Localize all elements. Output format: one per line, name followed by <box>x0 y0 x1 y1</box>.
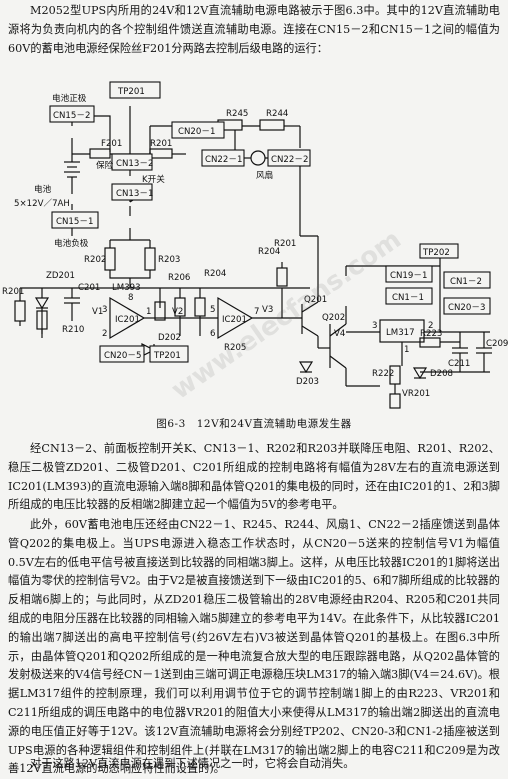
label-zd201: ZD201 <box>46 271 75 281</box>
label-pin1b: 1 <box>404 345 409 355</box>
label-cn20-5: CN20－5 <box>104 351 141 361</box>
label-q201: Q201 <box>304 295 327 305</box>
label-lm393: LM393 <box>112 283 141 293</box>
label-r201b: R201 <box>274 239 296 249</box>
intro-paragraph: M2052型UPS内所用的24V和12V直流辅助电源电路被示于图6.3中。其中的… <box>8 4 500 55</box>
label-cn15-1: CN15－1 <box>56 217 93 227</box>
figure-caption: 图6-3 12V和24V直流辅助电源发生器 <box>156 418 352 430</box>
label-r244: R244 <box>266 109 288 119</box>
body-paragraph-3: 对于这路12V直流电源在遇到下述情况之一时，它将会自动消失。 <box>30 757 355 770</box>
label-battery: 电池 <box>34 183 52 195</box>
label-ic201a: IC201 <box>115 315 140 325</box>
label-r210: R210 <box>62 325 84 335</box>
label-cn19-1: CN19－1 <box>390 271 427 281</box>
label-cn20-3: CN20－3 <box>448 303 485 313</box>
label-cn1-1: CN1－1 <box>392 293 424 303</box>
label-r223: R223 <box>420 329 442 339</box>
label-v4: V4 <box>334 329 345 339</box>
label-d202: D202 <box>158 333 181 343</box>
label-fuse: 保险 <box>96 159 114 171</box>
label-v1: V1 <box>92 307 103 317</box>
body-paragraph-2: 此外，60V蓄电池电压还经由CN22－1、R245、R244、风扇1、CN22－… <box>8 518 500 776</box>
label-r202: R202 <box>84 255 106 265</box>
label-tp201: TP201 <box>117 87 145 97</box>
label-tp202: TP202 <box>422 248 450 258</box>
label-pin2: 2 <box>102 329 107 339</box>
label-tp201b: TP201 <box>153 351 181 361</box>
label-r-left: R201 <box>2 287 24 297</box>
label-pin2b: 2 <box>428 321 433 331</box>
label-cn22-2: CN22－2 <box>271 155 308 165</box>
label-r245: R245 <box>226 109 248 119</box>
label-r201: R201 <box>150 139 172 149</box>
label-batt-neg: 电池负极 <box>54 237 89 249</box>
label-c201: C201 <box>78 283 100 293</box>
label-r205: R205 <box>224 343 246 353</box>
circuit-schematic: 电池正极 CN15－2 TP201 F201 保险 R201 CN20－1 R2… <box>2 81 508 409</box>
label-ic201b: IC201 <box>222 315 247 325</box>
label-r204: R204 <box>204 269 226 279</box>
label-q202: Q202 <box>322 313 345 323</box>
label-cn1-2: CN1－2 <box>450 277 482 287</box>
label-cn22-1: CN22－1 <box>205 155 242 165</box>
label-pin8: 8 <box>128 293 133 303</box>
label-cn15-2: CN15－2 <box>53 111 90 121</box>
label-r204b: R204 <box>258 247 280 257</box>
label-cn20-1: CN20－1 <box>178 127 215 137</box>
label-pin1: 1 <box>146 307 151 317</box>
label-d208: D208 <box>430 369 453 379</box>
label-v2: V2 <box>172 307 183 317</box>
label-pin3b: 3 <box>372 321 377 331</box>
label-r222: R222 <box>372 369 394 379</box>
label-v3: V3 <box>262 305 273 315</box>
label-kswitch: K开关 <box>142 173 165 185</box>
label-cn13-1: CN13－1 <box>116 189 153 199</box>
label-battery-spec: 5×12V／7AH <box>14 199 70 209</box>
label-cn13-2: CN13－2 <box>116 159 153 169</box>
label-pin3: 3 <box>102 305 107 315</box>
label-vr201: VR201 <box>402 389 430 399</box>
label-batt-pos: 电池正极 <box>52 92 87 104</box>
label-pin7: 7 <box>254 307 259 317</box>
label-pin5: 5 <box>210 305 215 315</box>
label-f201: F201 <box>101 139 122 149</box>
label-lm317: LM317 <box>386 328 415 338</box>
label-pin6: 6 <box>210 329 215 339</box>
body-paragraph-1: 经CN13－2、前面板控制开关K、CN13－1、R202和R203并联降压电阻、… <box>8 442 500 512</box>
label-c209: C209 <box>486 339 508 349</box>
label-c211: C211 <box>448 359 470 369</box>
label-r203: R203 <box>158 255 180 265</box>
label-r206: R206 <box>168 273 190 283</box>
label-fan: 风扇 <box>256 169 273 181</box>
label-d203: D203 <box>296 377 319 387</box>
